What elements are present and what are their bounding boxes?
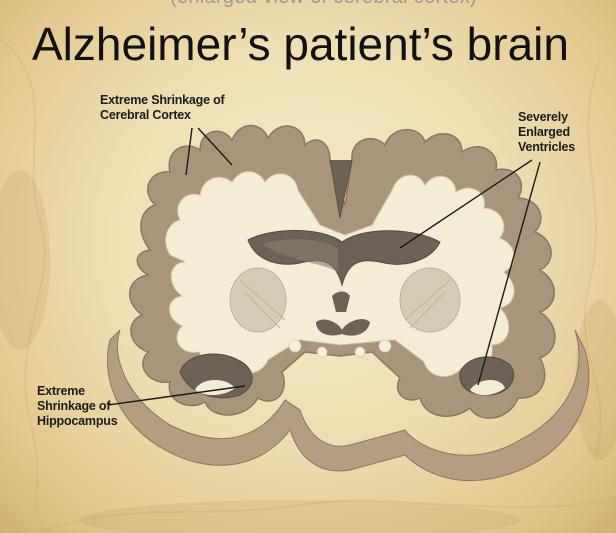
basal-ganglia-left — [230, 268, 286, 332]
label-enlarged-ventricles: Severely Enlarged Ventricles — [518, 110, 613, 155]
label-hippocampus-shrinkage: Extreme Shrinkage of Hippocampus — [37, 384, 147, 429]
label-cortex-shrinkage: Extreme Shrinkage of Cerebral Cortex — [100, 93, 275, 123]
cropped-header-text: (enlarged view of cerebral cortex) — [170, 0, 616, 8]
slide-title: Alzheimer’s patient’s brain — [32, 14, 612, 74]
basal-ganglia-right — [400, 268, 460, 332]
